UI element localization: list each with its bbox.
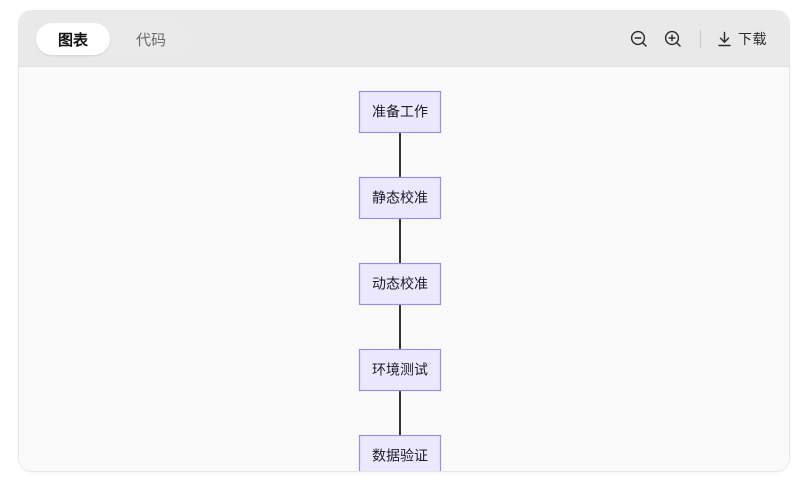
- tab-code-label: 代码: [135, 31, 166, 49]
- download-label: 下载: [738, 31, 767, 47]
- card-header: 图表 代码: [19, 11, 789, 67]
- flow-node-n4[interactable]: 环境测试: [358, 348, 442, 392]
- flowchart: 准备工作 静态校准 动态校准 环境测试: [358, 90, 442, 473]
- diagram-canvas[interactable]: 准备工作 静态校准 动态校准 环境测试: [19, 67, 789, 473]
- flow-node-n4-label: 环境测试: [372, 362, 428, 378]
- toolbar-divider: [700, 30, 701, 48]
- flow-node-n1[interactable]: 准备工作: [358, 90, 442, 134]
- flow-node-n3-label: 动态校准: [372, 276, 428, 292]
- flow-node-n2-label: 静态校准: [372, 190, 428, 206]
- flow-node-n5[interactable]: 数据验证: [358, 434, 442, 473]
- flow-node-n1-label: 准备工作: [372, 104, 428, 120]
- zoom-in-button[interactable]: [656, 22, 690, 56]
- view-tab-group: 图表 代码: [34, 21, 190, 57]
- tab-chart-label: 图表: [57, 31, 88, 49]
- tab-code[interactable]: 代码: [114, 23, 188, 55]
- flow-node-n5-label: 数据验证: [372, 448, 428, 464]
- flow-node-n3[interactable]: 动态校准: [358, 262, 442, 306]
- download-button[interactable]: 下载: [711, 25, 771, 53]
- download-icon: [718, 31, 731, 46]
- zoom-in-icon: [664, 30, 681, 47]
- diagram-card: 图表 代码: [18, 10, 790, 472]
- nodes: 准备工作 静态校准 动态校准 环境测试: [358, 90, 442, 473]
- tab-chart[interactable]: 图表: [36, 23, 110, 55]
- zoom-out-icon: [630, 30, 647, 47]
- flow-node-n2[interactable]: 静态校准: [358, 176, 442, 220]
- toolbar: 下载: [622, 11, 771, 67]
- zoom-out-button[interactable]: [622, 22, 656, 56]
